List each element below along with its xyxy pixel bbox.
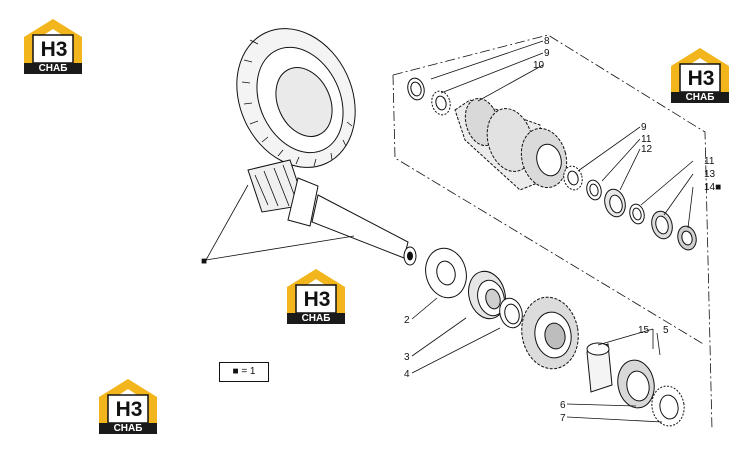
brand-logo-bottom-left: H3 СНАБ — [97, 377, 159, 437]
logo-top-text: H3 — [687, 67, 715, 90]
snap-ring-upper — [407, 77, 425, 101]
brand-logo-top-right: H3 СНАБ — [669, 46, 731, 106]
leader-lines — [205, 40, 694, 423]
logo-bottom-text: СНАБ — [99, 423, 157, 434]
ring-gear — [236, 28, 356, 168]
callout-1: ■ — [201, 256, 207, 267]
logo-bottom-text: СНАБ — [287, 313, 345, 324]
washer-11a — [586, 179, 602, 201]
callout-14: 14■ — [704, 182, 721, 193]
logo-bottom-text: СНАБ — [24, 63, 82, 74]
callout-9-mid: 9 — [641, 122, 647, 133]
bushing — [586, 342, 613, 393]
sync-hub — [617, 359, 655, 409]
callout-11-right: 11 — [704, 156, 715, 167]
thrust-washer — [425, 247, 467, 299]
nut-14 — [677, 225, 697, 251]
callout-15: 15 — [638, 325, 650, 336]
callout-7: 7 — [560, 413, 566, 424]
spur-gear-lower — [521, 296, 579, 370]
logo-bottom-text: СНАБ — [671, 92, 729, 103]
callout-8: 8 — [544, 36, 550, 47]
callout-10: 10 — [533, 60, 545, 71]
needle-bearing-mid — [563, 165, 583, 191]
logo-top-text: H3 — [115, 398, 143, 421]
washer-11b — [629, 203, 645, 225]
callout-2: 2 — [404, 315, 410, 326]
legend-box: ■ = 1 — [219, 362, 269, 382]
bearing-cup — [499, 297, 523, 329]
brand-logo-top-left: H3 СНАБ — [22, 17, 84, 77]
tapered-bearing — [468, 270, 506, 320]
brand-logo-center: H3 СНАБ — [285, 267, 347, 327]
callout-13: 13 — [704, 169, 716, 180]
logo-top-text: H3 — [40, 38, 68, 61]
spacer-12 — [604, 188, 626, 218]
assembly-outline — [392, 34, 713, 431]
callout-4: 4 — [404, 369, 410, 380]
callout-5: 5 — [663, 325, 669, 336]
cluster-gear — [454, 97, 568, 191]
callout-6: 6 — [560, 400, 566, 411]
callout-3: 3 — [404, 352, 410, 363]
callout-9-top: 9 — [544, 48, 550, 59]
callout-labels: ■ 2 3 4 5 6 7 8 9 10 9 11 12 11 13 14■ 1… — [201, 36, 721, 424]
callout-11-mid: 11 — [641, 134, 652, 145]
callout-12: 12 — [641, 144, 653, 155]
bearing-13 — [651, 210, 673, 240]
pinion-shaft — [247, 159, 417, 266]
logo-top-text: H3 — [303, 288, 331, 311]
needle-bearing-lower — [651, 385, 685, 427]
needle-bearing-upper — [431, 90, 451, 116]
